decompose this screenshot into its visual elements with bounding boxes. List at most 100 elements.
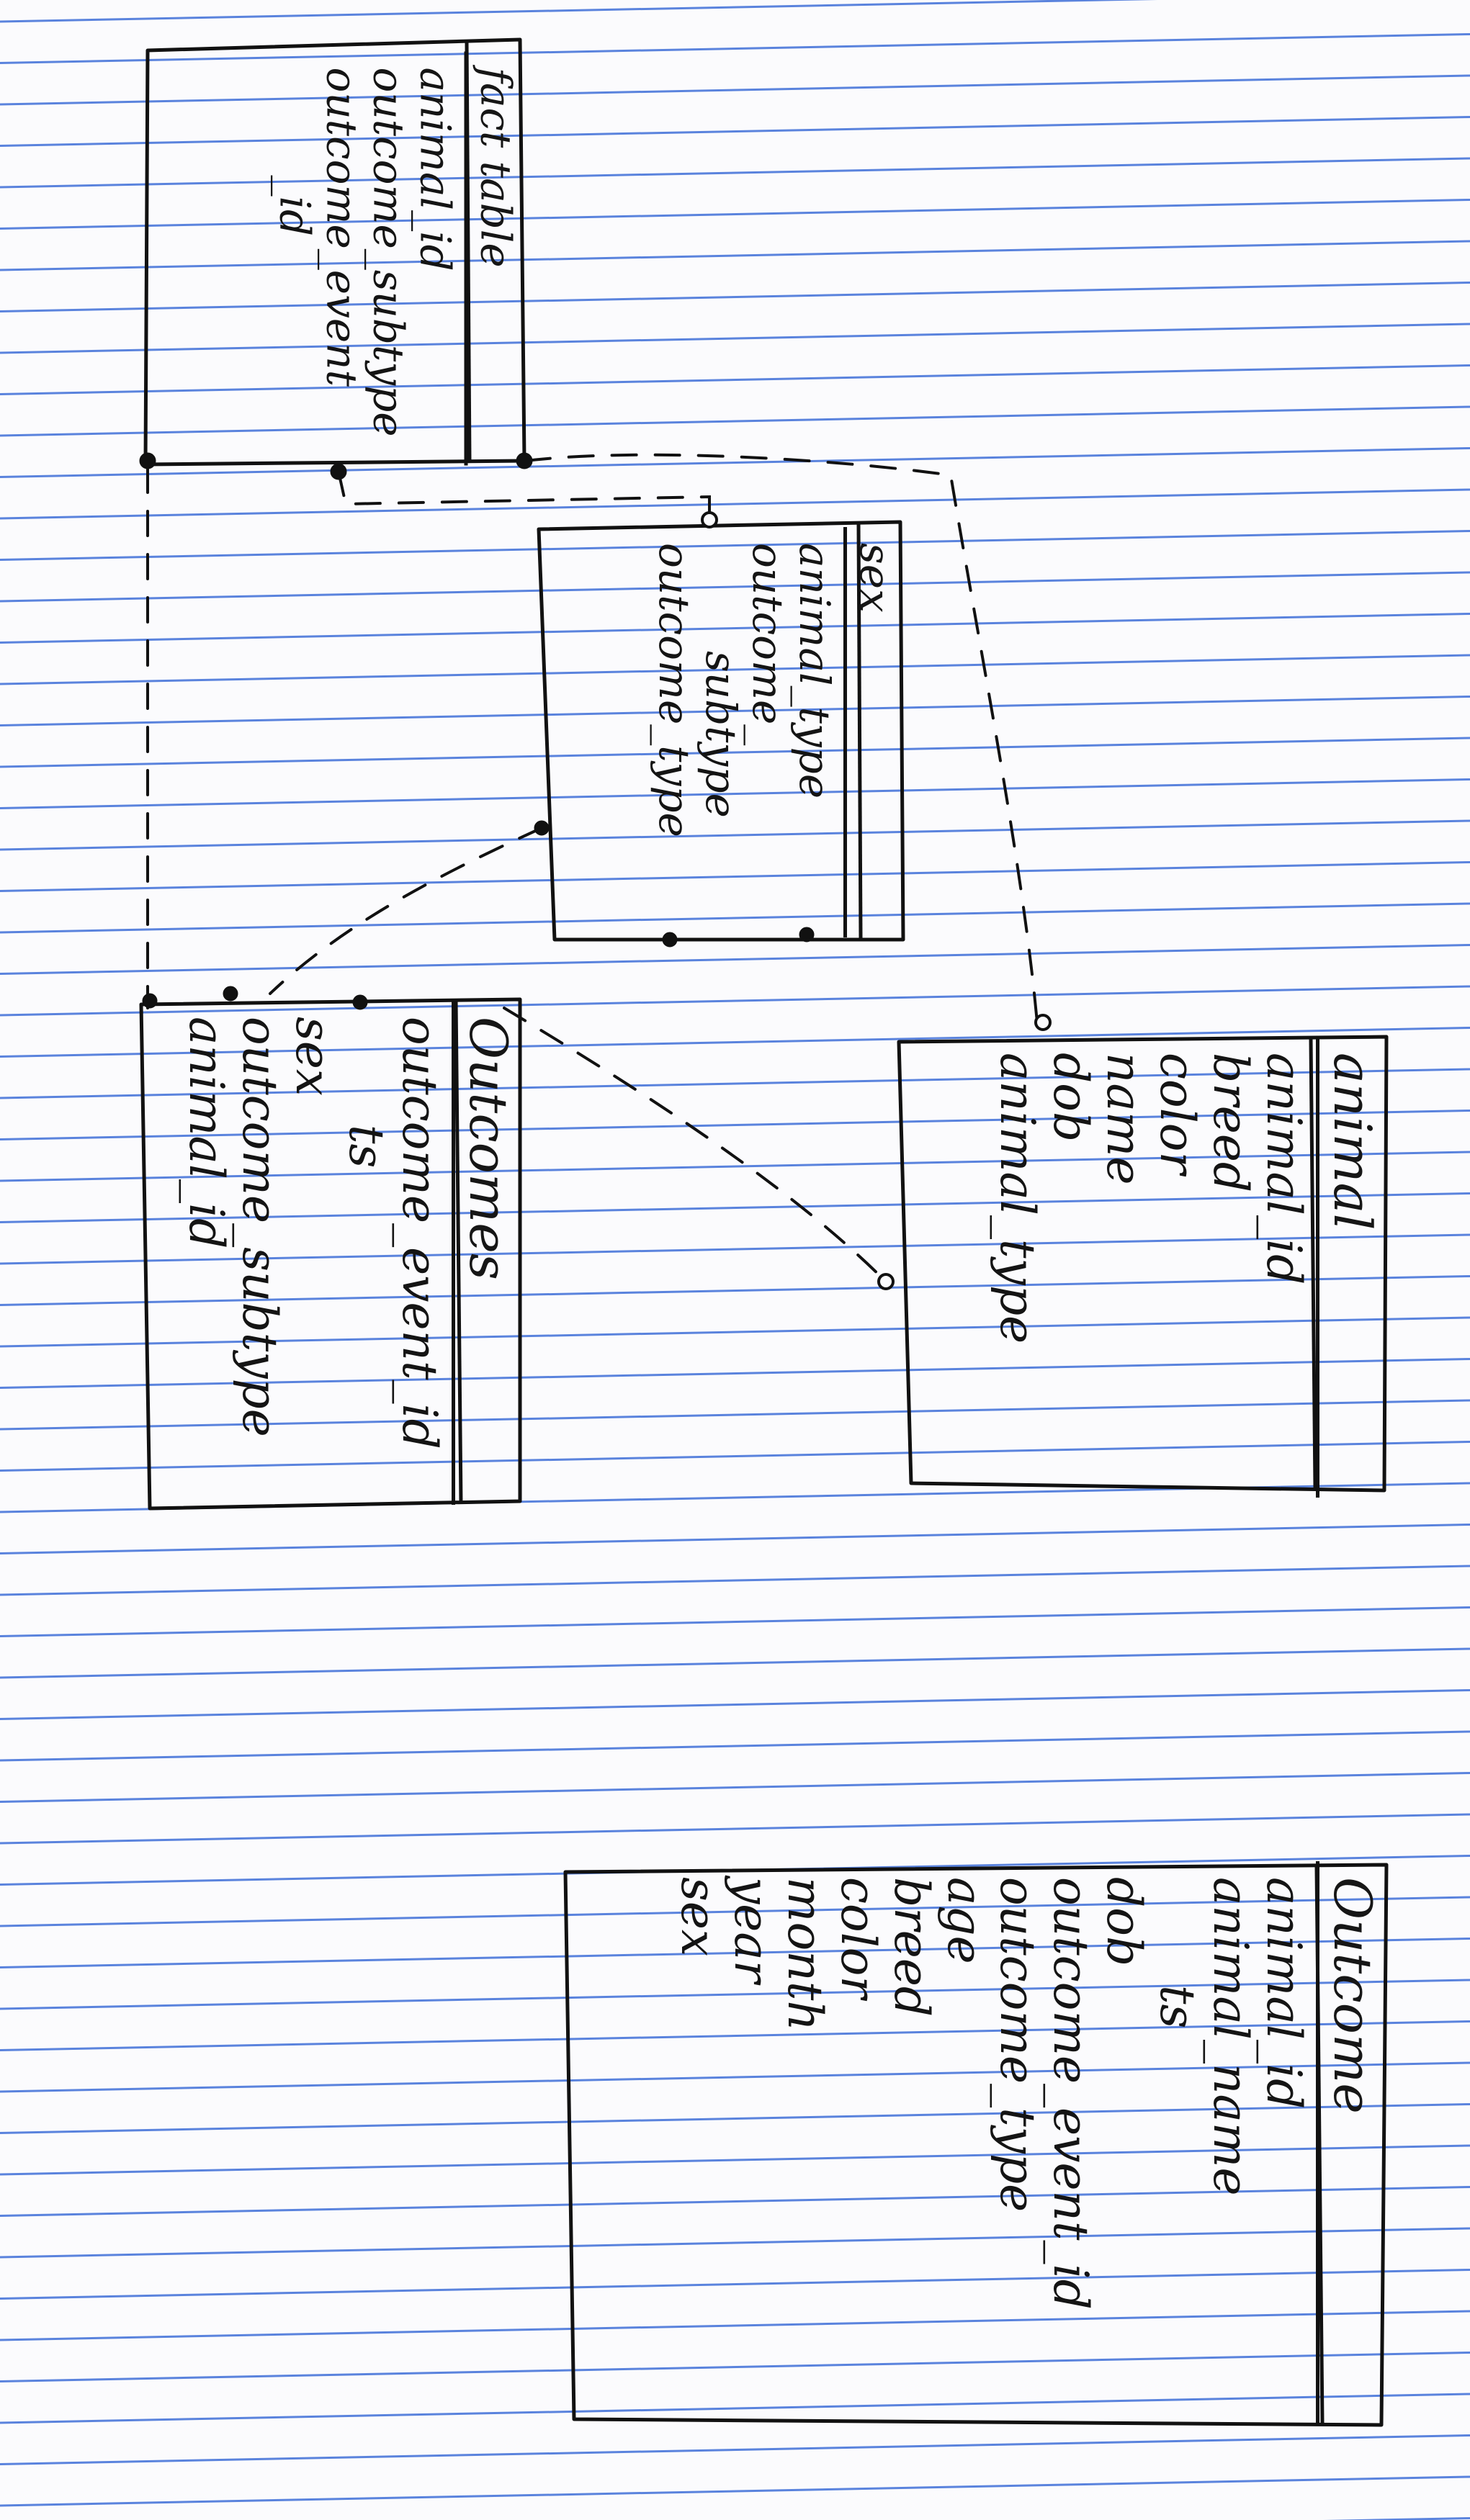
- ruled-line: [0, 2310, 1470, 2341]
- fact-table-endpoint-dot: [516, 452, 533, 469]
- ruled-line: [0, 2061, 1470, 2093]
- ruled-line: [0, 116, 1470, 147]
- animal-table-open-endpoint: [877, 1273, 895, 1290]
- ruled-line: [0, 157, 1470, 189]
- outcome-table-field: animal_id: [1256, 1877, 1312, 2110]
- ruled-line: [0, 1772, 1470, 1803]
- sex-table-field: outcome_: [743, 543, 793, 746]
- ruled-line: [0, 2434, 1470, 2465]
- outcome-table-field: sex: [671, 1877, 727, 1957]
- fact-table-endpoint-dot: [330, 463, 347, 480]
- ruled-line: [0, 2186, 1470, 2217]
- animal-table-field: color: [1149, 1053, 1206, 1175]
- outcomes-table-endpoint-dot: [223, 986, 238, 1002]
- animal-table-open-endpoint: [1034, 1014, 1052, 1031]
- sex-table-title-divider: [856, 523, 863, 939]
- fact-table-field: animal_id: [411, 67, 460, 271]
- outcome-table-field: color: [830, 1877, 886, 1999]
- ruled-line: [0, 1689, 1470, 1720]
- outcome-table-title-divider: [1314, 1866, 1325, 2424]
- ruled-line: [0, 944, 1470, 975]
- ruled-line: [0, 1110, 1470, 1140]
- ruled-line: [0, 2475, 1470, 2507]
- ruled-line: [0, 1524, 1470, 1554]
- sex-table-field: subtype: [696, 651, 746, 818]
- ruled-line: [0, 1151, 1470, 1182]
- outcome-table-field: breed: [883, 1877, 939, 2017]
- sex-table-open-endpoint: [701, 511, 718, 528]
- ruled-line: [0, 1233, 1470, 1265]
- outcomes-table-title-divider: [454, 1000, 463, 1504]
- ruled-line: [0, 985, 1470, 1017]
- fact-table-field: _id: [270, 175, 320, 237]
- ruled-line: [0, 1441, 1470, 1472]
- ruled-line: [0, 1813, 1470, 1845]
- fact-table-fields: animal_id outcome_subtype outcome_event …: [270, 52, 465, 466]
- ruled-line: [0, 1068, 1470, 1099]
- fact-table-title-divider: [465, 41, 472, 463]
- ruled-line: [0, 2144, 1470, 2176]
- ruled-line: [0, 1027, 1470, 1058]
- sex-table-title: sex: [843, 527, 900, 937]
- sex-table-endpoint-dot: [799, 927, 815, 942]
- ruled-line: [0, 447, 1470, 478]
- animal-table-field: breed: [1203, 1053, 1259, 1193]
- animal-table-title-divider: [1309, 1038, 1317, 1488]
- fact-table-field: outcome_subtype: [364, 67, 413, 437]
- outcomes-table-title: Outcomes: [452, 1001, 519, 1505]
- connector-fact-to-animal: [524, 453, 1039, 1024]
- ruled-line: [0, 1399, 1470, 1431]
- ruled-line: [0, 530, 1470, 561]
- ruled-line: [0, 613, 1470, 644]
- sex-table-field: outcome_type: [650, 543, 699, 837]
- ruled-line: [0, 1275, 1470, 1306]
- ruled-line: [0, 1938, 1470, 1968]
- ruled-line: [0, 282, 1470, 312]
- ruled-line: [0, 902, 1470, 934]
- ruled-line: [0, 2269, 1470, 2300]
- ruled-line: [0, 1647, 1470, 1679]
- ruled-line: [0, 0, 1158, 23]
- connector-outcomes-to-animal: [503, 1007, 887, 1283]
- fact-table-title: fact table: [464, 51, 521, 466]
- ruled-line: [0, 323, 1470, 354]
- outcome-table-field: age: [936, 1877, 992, 1964]
- sex-table-endpoint-dot: [662, 932, 678, 948]
- ruled-line: [0, 778, 1470, 809]
- outcome-table-field: month: [776, 1877, 833, 2031]
- animal-table-fields: animal_id breed color name dob animal_ty…: [990, 1037, 1316, 1498]
- ruled-line: [0, 240, 1470, 271]
- sex-table-field: animal_type: [790, 543, 839, 799]
- ruled-line: [0, 1730, 1470, 1762]
- sex-table-fields: animal_type outcome_ subtype outcome_typ…: [650, 527, 843, 937]
- outcomes-table-field: outcome_event_id: [392, 1017, 447, 1449]
- ruled-line: [0, 2020, 1470, 2051]
- outcomes-table: Outcomes outcome_event_id ts sex outcome…: [144, 1001, 519, 1505]
- outcomes-table-field: animal_id: [179, 1017, 235, 1249]
- animal-table: animal animal_id breed color name dob an…: [907, 1037, 1383, 1498]
- fact-table: fact table animal_id outcome_subtype out…: [147, 51, 521, 466]
- animal-table-field: animal_id: [1256, 1053, 1312, 1285]
- ruled-line: [0, 2352, 1470, 2382]
- sex-table-box: [537, 520, 905, 942]
- outcome-table-field: outcome_event_id: [1043, 1877, 1099, 2310]
- ruled-line: [0, 1192, 1470, 1223]
- ruled-line: [0, 1316, 1470, 1348]
- ruled-line: [0, 1565, 1470, 1596]
- animal-table-title: animal: [1316, 1037, 1383, 1498]
- ruled-line: [0, 74, 1470, 106]
- ruled-line: [0, 405, 1470, 437]
- ruled-line: [0, 33, 1470, 64]
- outcomes-table-field: ts: [339, 1125, 395, 1169]
- outcomes-table-endpoint-dot: [142, 993, 158, 1009]
- ruled-line: [0, 2227, 1470, 2259]
- outcome-table-field: year: [723, 1877, 779, 1984]
- sex-table: sex animal_type outcome_ subtype outcome…: [540, 527, 900, 937]
- fact-table-field: outcome_event: [317, 67, 367, 387]
- outcome-table: Outcome animal_id animal_name ts dob out…: [576, 1861, 1383, 2423]
- outcomes-table-endpoint-dot: [352, 994, 368, 1010]
- ruled-line: [0, 571, 1470, 603]
